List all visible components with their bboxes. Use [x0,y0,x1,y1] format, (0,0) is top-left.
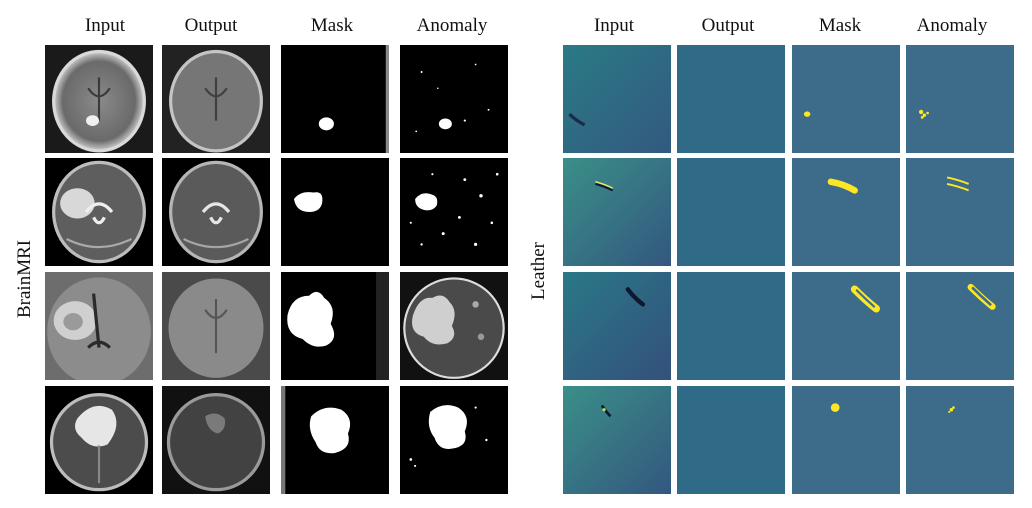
mri-anomaly-image [400,45,508,153]
leather-mask-image [792,272,900,380]
mri-input-image [45,272,153,380]
header-right-mask: Mask [818,15,862,36]
header-right-output: Output [701,15,755,36]
mri-mask-image [281,272,389,380]
mri-output-image [162,386,270,494]
mri-output-image [162,45,270,153]
header-left-input: Input [84,15,126,36]
header-left-mask: Mask [310,15,354,36]
leather-output-image [677,386,785,494]
header-left-anomaly: Anomaly [416,15,488,36]
mri-output-image [162,272,270,380]
leather-input-image [563,158,671,266]
leather-output-image [677,45,785,153]
mri-mask-image [281,45,389,153]
leather-anomaly-image [906,386,1014,494]
leather-input-image [563,386,671,494]
mri-anomaly-image [400,386,508,494]
leather-mask-image [792,386,900,494]
leather-anomaly-image [906,45,1014,153]
mri-anomaly-image [400,158,508,266]
leather-input-image [563,272,671,380]
mri-anomaly-image [400,272,508,380]
row-label-leather: Leather [528,241,549,300]
mri-mask-image [281,386,389,494]
leather-anomaly-image [906,272,1014,380]
mri-input-image [45,158,153,266]
mri-input-image [45,45,153,153]
leather-output-image [677,272,785,380]
leather-mask-image [792,45,900,153]
row-label-brainmri: BrainMRI [14,239,35,318]
header-right-anomaly: Anomaly [916,15,988,36]
leather-output-image [677,158,785,266]
header-left-output: Output [184,15,238,36]
leather-input-image [563,45,671,153]
mri-mask-image [281,158,389,266]
mri-input-image [45,386,153,494]
leather-anomaly-image [906,158,1014,266]
leather-mask-image [792,158,900,266]
mri-output-image [162,158,270,266]
header-right-input: Input [593,15,635,36]
